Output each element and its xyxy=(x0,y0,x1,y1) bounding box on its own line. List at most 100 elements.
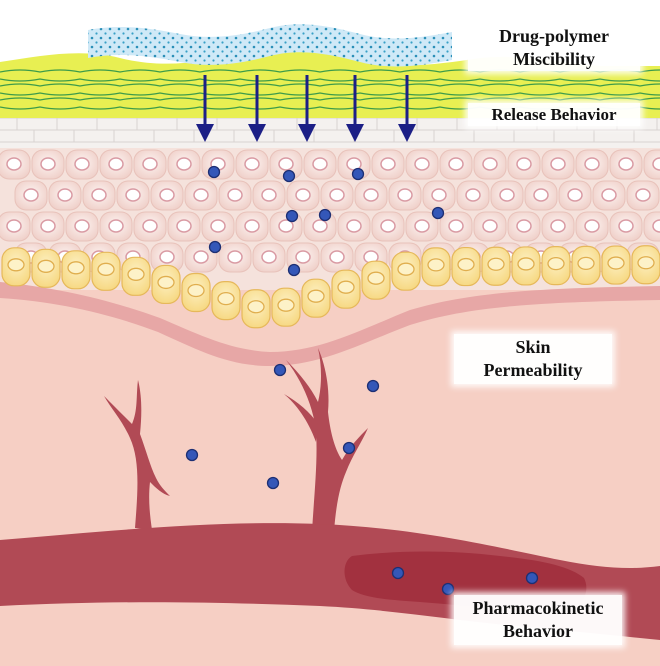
epidermal-cell xyxy=(439,149,473,180)
epidermal-cell xyxy=(524,180,558,211)
basal-cell xyxy=(331,269,361,309)
basal-cell xyxy=(181,272,211,313)
epidermal-cell xyxy=(371,211,405,242)
epidermal-cell xyxy=(320,180,354,211)
basal-cell xyxy=(1,247,31,287)
epidermal-cell xyxy=(150,242,184,273)
label-pharmacokinetic-behavior: Pharmacokinetic Behavior xyxy=(454,595,622,645)
epidermal-cell xyxy=(99,211,133,242)
basal-cell xyxy=(91,251,121,291)
epidermal-cell xyxy=(405,211,439,242)
epidermal-cell xyxy=(235,149,269,180)
basal-cell xyxy=(391,251,421,291)
epidermal-cell xyxy=(252,242,286,273)
drug-particle-icon xyxy=(285,209,299,223)
basal-cell xyxy=(541,246,571,286)
epidermal-cell xyxy=(541,149,575,180)
epidermal-cell xyxy=(609,211,643,242)
release-arrow-icon xyxy=(398,75,416,142)
drug-particles xyxy=(185,165,539,596)
epidermal-cell xyxy=(320,242,354,273)
epidermal-cell xyxy=(439,211,473,242)
epidermal-cell xyxy=(541,211,575,242)
epidermal-cell xyxy=(184,242,218,273)
drug-particle-icon xyxy=(273,363,287,377)
epidermal-cell xyxy=(422,180,456,211)
epidermal-cell xyxy=(269,149,303,180)
drug-particle-icon xyxy=(287,263,301,277)
basal-cell xyxy=(421,247,451,287)
epidermal-cell xyxy=(609,149,643,180)
basal-cell xyxy=(121,256,151,296)
epidermal-cell xyxy=(0,149,31,180)
release-arrows xyxy=(196,75,416,142)
epidermal-cell xyxy=(235,211,269,242)
basal-cell xyxy=(211,281,241,321)
epidermal-cell xyxy=(337,149,371,180)
epidermal-cell xyxy=(643,211,660,242)
epidermal-cell xyxy=(14,180,48,211)
basal-cell xyxy=(571,245,601,285)
basal-cell xyxy=(271,287,301,327)
epidermal-cell xyxy=(592,180,626,211)
epidermal-cell xyxy=(643,149,660,180)
epidermal-cell xyxy=(167,149,201,180)
epidermal-cell xyxy=(252,180,286,211)
epidermal-cell xyxy=(133,211,167,242)
epidermal-cell xyxy=(490,180,524,211)
label-miscibility-line1: Drug-polymer xyxy=(499,26,609,46)
epidermal-cell xyxy=(507,149,541,180)
epidermal-cell xyxy=(150,180,184,211)
basal-cell xyxy=(631,245,660,285)
label-pk-line2: Behavior xyxy=(503,621,573,641)
release-arrow-icon xyxy=(196,75,214,142)
epidermal-cell xyxy=(0,211,31,242)
epidermal-cell xyxy=(303,149,337,180)
epidermal-cell xyxy=(65,149,99,180)
epidermal-cell xyxy=(133,149,167,180)
label-drug-polymer-miscibility: Drug-polymer Miscibility xyxy=(468,25,640,71)
basal-cell xyxy=(361,260,391,300)
drug-patch xyxy=(88,24,452,67)
drug-particle-icon xyxy=(282,169,296,183)
epidermal-cell xyxy=(626,180,660,211)
epidermal-cell xyxy=(473,211,507,242)
basal-cell xyxy=(511,246,541,286)
basal-cell xyxy=(301,278,331,318)
basement-membrane xyxy=(0,282,660,366)
epidermal-cell xyxy=(65,211,99,242)
capillaries xyxy=(104,348,368,532)
epidermal-cell xyxy=(167,211,201,242)
release-arrow-icon xyxy=(298,75,316,142)
label-skin-permeability: Skin Permeability xyxy=(454,334,612,384)
drug-particle-icon xyxy=(351,167,365,181)
epidermal-cell xyxy=(507,211,541,242)
epidermal-cell xyxy=(575,211,609,242)
basal-cell-layer xyxy=(1,245,660,329)
drug-particle-icon xyxy=(525,571,539,585)
epidermal-cell xyxy=(337,211,371,242)
release-arrow-icon xyxy=(248,75,266,142)
label-release-text: Release Behavior xyxy=(491,105,617,124)
label-release-behavior: Release Behavior xyxy=(468,103,640,126)
release-arrow-icon xyxy=(346,75,364,142)
drug-particle-icon xyxy=(266,476,280,490)
epidermal-cell xyxy=(354,180,388,211)
epidermal-cell xyxy=(558,180,592,211)
basal-cell xyxy=(31,248,61,288)
label-skin-line2: Permeability xyxy=(483,360,583,380)
epidermal-cell xyxy=(99,149,133,180)
epidermal-cell xyxy=(388,180,422,211)
epidermal-cell xyxy=(218,180,252,211)
drug-particle-icon xyxy=(208,240,222,254)
epidermal-cell xyxy=(405,149,439,180)
epidermal-cell xyxy=(473,149,507,180)
drug-particle-icon xyxy=(342,441,356,455)
epidermal-cell xyxy=(575,149,609,180)
basal-cell xyxy=(451,246,481,287)
epidermal-cell xyxy=(82,180,116,211)
drug-particle-icon xyxy=(318,208,332,222)
label-pk-line1: Pharmacokinetic xyxy=(472,598,604,618)
